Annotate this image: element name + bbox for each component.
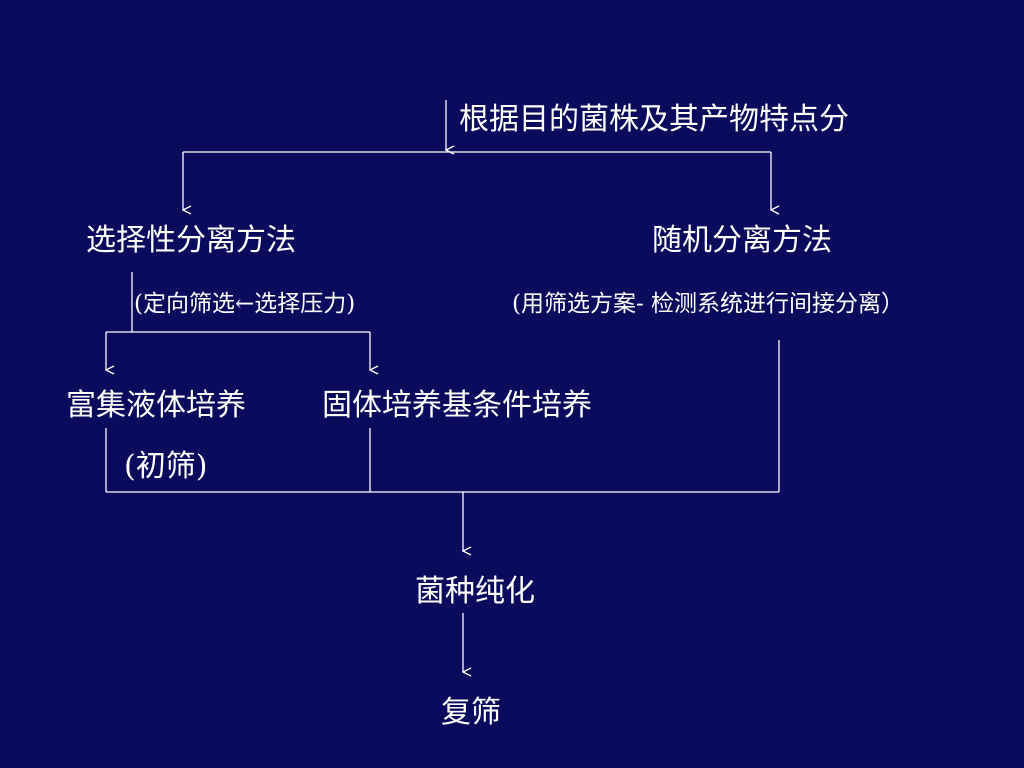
random-method-title: 随机分离方法 <box>652 223 832 258</box>
liquid-culture-label: 富集液体培养 <box>66 388 246 423</box>
solid-culture-label: 固体培养基条件培养 <box>322 388 592 423</box>
initial-screen-note: (初筛) <box>124 449 208 484</box>
rescreen-label: 复筛 <box>441 695 501 730</box>
purification-label: 菌种纯化 <box>415 574 535 609</box>
root-label: 根据目的菌株及其产物特点分 <box>459 102 849 137</box>
selective-method-note: (定向筛选←选择压力) <box>134 291 356 317</box>
random-method-note: (用筛选方案- 检测系统进行间接分离） <box>512 291 905 317</box>
selective-method-title: 选择性分离方法 <box>86 223 296 258</box>
